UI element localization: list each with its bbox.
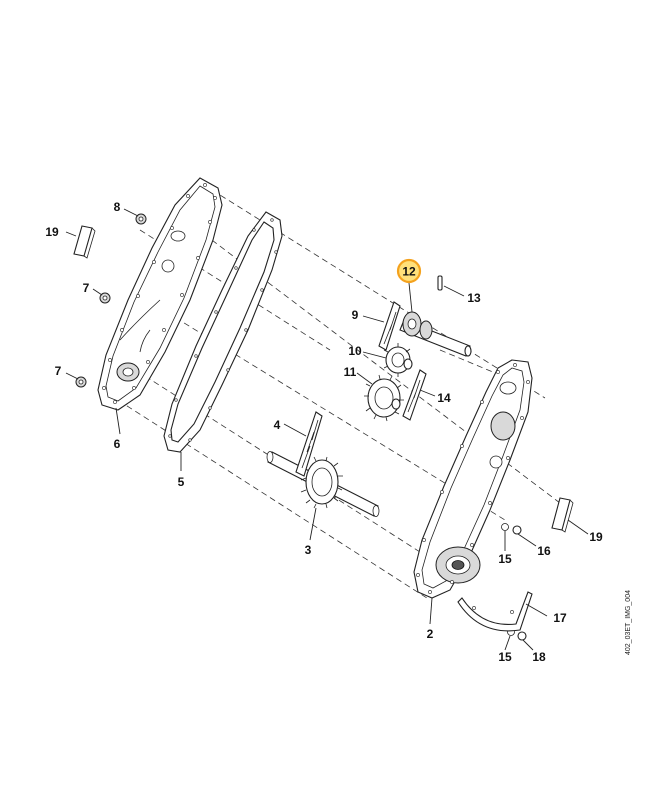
callout-14: 14: [437, 391, 451, 405]
callout-4: 4: [274, 418, 281, 432]
callout-9: 9: [352, 308, 359, 322]
callout-7-lower: 7: [55, 364, 62, 378]
chain-part-4: [295, 411, 323, 477]
callout-6: 6: [114, 437, 121, 451]
gasket-part-5: [163, 211, 283, 453]
callout-7-upper: 7: [83, 281, 90, 295]
callout-10: 10: [348, 344, 362, 358]
rubber-block-part-19-right: [551, 497, 574, 533]
chain-part-9: [378, 301, 401, 351]
shaft-sprocket-part-3: [266, 451, 380, 517]
screw-part-16: [512, 525, 522, 535]
washer-part-15-upper: [501, 523, 509, 531]
callout-15-lower: 15: [498, 650, 512, 664]
image-id-label: 402_03ET_IMG_004: [625, 590, 632, 655]
leader-lines: [65, 208, 589, 651]
sprocket-part-10: [383, 343, 413, 377]
chain-part-14: [402, 369, 427, 421]
callout-15-upper: 15: [498, 552, 512, 566]
plug-part-8: [135, 213, 147, 225]
guard-strip-part-17: [457, 591, 533, 632]
gear-part-11: [364, 374, 404, 422]
plug-part-7-upper: [99, 292, 111, 304]
callout-18: 18: [532, 650, 546, 664]
housing-part-2: [413, 359, 533, 599]
callout-19-left: 19: [45, 225, 59, 239]
callout-12: 12: [402, 265, 416, 279]
callout-5: 5: [178, 475, 185, 489]
callout-2: 2: [427, 627, 434, 641]
callout-16: 16: [537, 544, 551, 558]
screw-part-18: [517, 631, 527, 641]
rubber-block-part-19-left: [73, 225, 96, 259]
callout-11: 11: [344, 365, 357, 379]
highlight-ring: [396, 258, 422, 284]
callout-8: 8: [114, 200, 121, 214]
callout-17: 17: [553, 611, 567, 625]
plug-part-7-lower: [75, 376, 87, 388]
callouts: 2 3 4 5 6 7 7 8 9 10 11 12 13 14 15 15 1…: [45, 200, 603, 664]
callout-19-right: 19: [589, 530, 603, 544]
sprocket-shaft-part-12: [399, 311, 472, 357]
pin-part-13: [437, 275, 443, 291]
cover-plate-part-6: [97, 177, 223, 411]
callout-3: 3: [305, 543, 312, 557]
callout-13: 13: [467, 291, 481, 305]
